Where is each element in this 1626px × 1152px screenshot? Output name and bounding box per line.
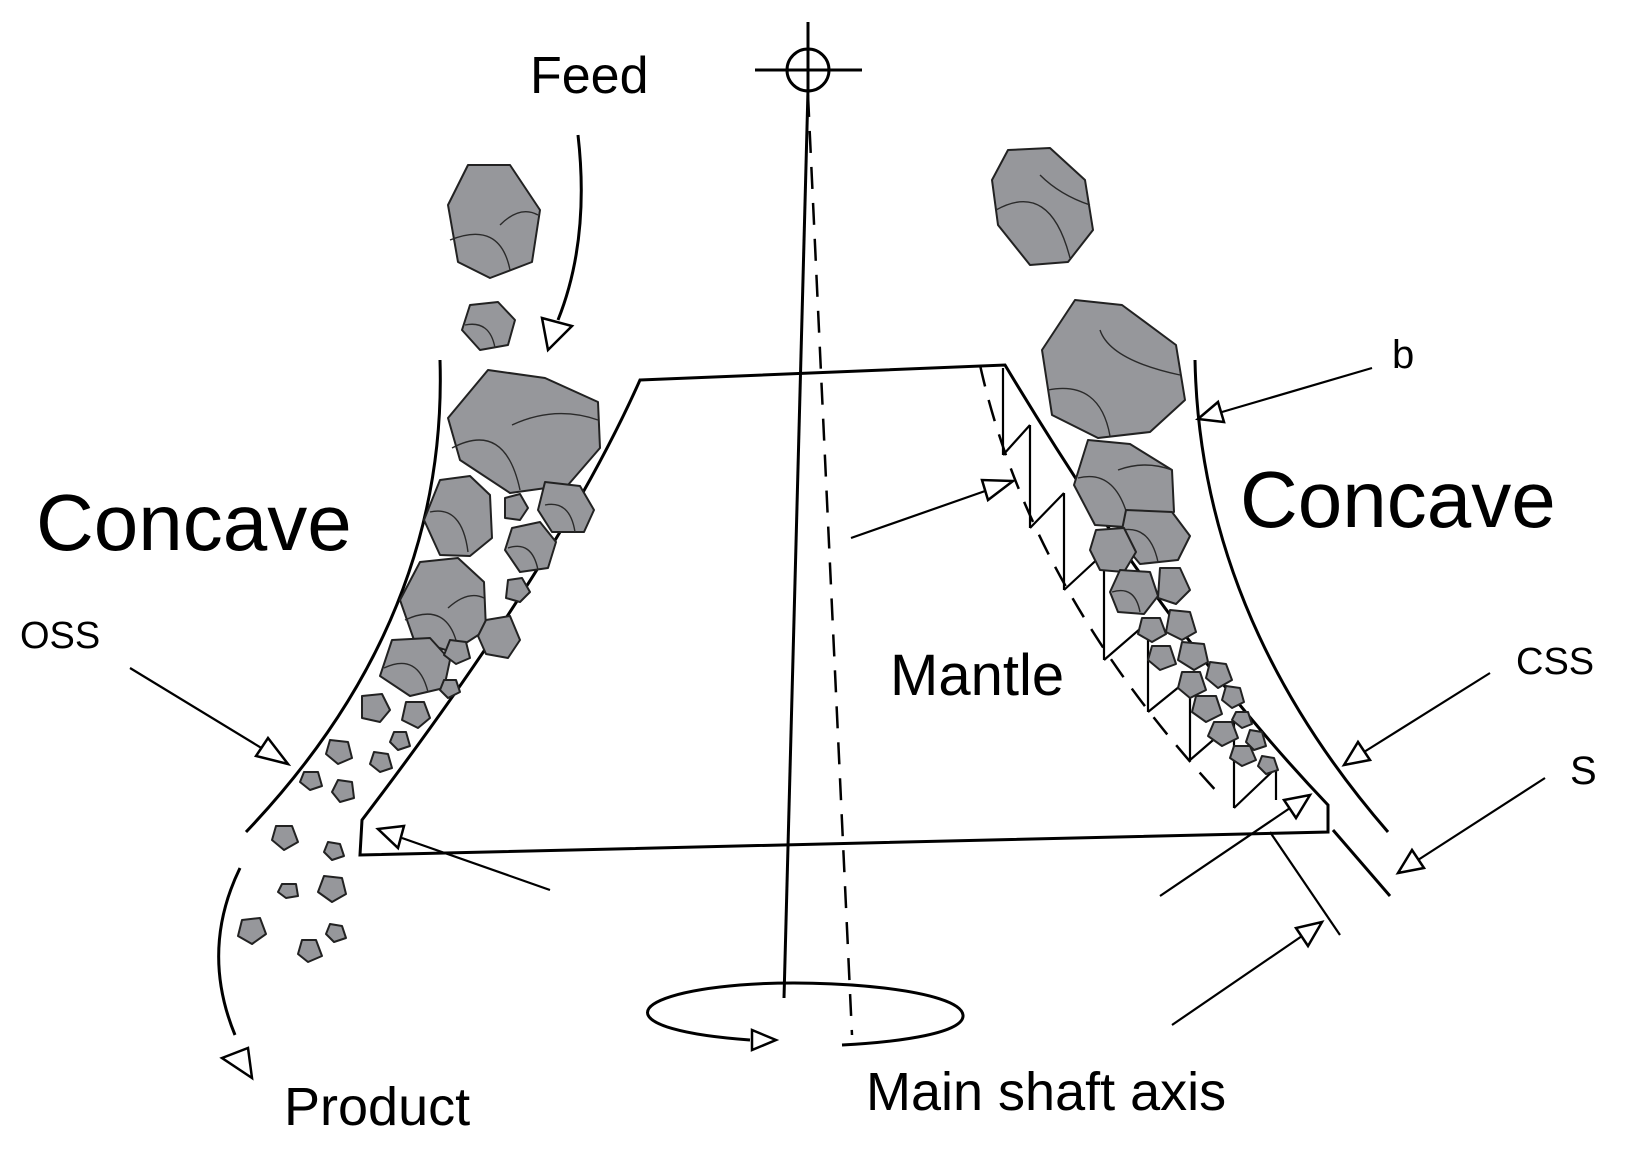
rock (331, 779, 355, 803)
rock (461, 301, 516, 351)
s-label: S (1570, 749, 1597, 793)
rock (1207, 721, 1239, 747)
arrow-head-icon (253, 735, 292, 767)
left-concave-liner (244, 359, 442, 834)
oss-pointer-arrow (129, 667, 292, 767)
rock (1109, 569, 1159, 615)
rock (439, 679, 461, 699)
mantle-label: Mantle (890, 643, 1064, 708)
rock (504, 521, 557, 573)
rock (237, 917, 267, 945)
rock (1041, 299, 1186, 439)
right-concave-lower-line (1331, 829, 1392, 897)
rock (1137, 617, 1167, 643)
product-arrow (217, 867, 254, 1081)
product-label: Product (284, 1077, 470, 1137)
rock (1245, 729, 1267, 751)
rock (477, 615, 521, 659)
rotation-ellipse (646, 981, 965, 1052)
rock (447, 164, 541, 279)
eccentric-axis-dashed-line (806, 94, 854, 1036)
rock (1229, 745, 1257, 767)
rock (325, 923, 347, 943)
rock (1257, 755, 1279, 775)
arrow-head-icon (1341, 739, 1373, 767)
rock (1177, 641, 1209, 671)
concave-right-label: Concave (1240, 455, 1556, 544)
feed-arrow-head-icon (540, 316, 575, 353)
setting-dimension-lines (1159, 793, 1341, 1026)
concave-left-label: Concave (36, 478, 352, 567)
main-shaft-line (782, 89, 810, 999)
rock (1177, 671, 1207, 699)
right-concave-liner (1193, 359, 1390, 833)
pivot-crosshair (755, 22, 862, 93)
arrow-head-icon (375, 824, 406, 851)
rock (399, 557, 487, 653)
rock (271, 825, 299, 851)
rock (325, 739, 353, 765)
rocks-left-chamber (237, 164, 601, 963)
css-label: CSS (1516, 641, 1594, 683)
rock (1231, 711, 1253, 729)
rock (277, 883, 299, 899)
rock (297, 939, 323, 963)
rock (323, 841, 345, 861)
css-pointer-arrow (1341, 672, 1491, 767)
arrow-head-icon (980, 478, 1017, 503)
rock (504, 493, 529, 521)
arrow-head-icon (1194, 399, 1226, 424)
oss-label: OSS (20, 615, 100, 657)
rock (317, 875, 347, 903)
rock (1157, 567, 1191, 605)
rock (369, 751, 393, 773)
feed-arrow (540, 134, 583, 353)
main-shaft-axis-label: Main shaft axis (866, 1062, 1226, 1122)
rock (991, 147, 1094, 266)
rock (1221, 685, 1245, 709)
product-arrow-head-icon (219, 1046, 254, 1081)
feed-label: Feed (530, 47, 649, 105)
rotation-arrow-head-icon (750, 1028, 780, 1052)
mantle-pointer-arrow (850, 478, 1017, 540)
rock (1205, 661, 1233, 689)
rock (401, 701, 431, 729)
rock (505, 577, 531, 603)
rock (537, 481, 595, 533)
rock (361, 693, 391, 723)
rock (299, 771, 323, 791)
arrow-head-icon (1281, 793, 1313, 821)
rock (443, 639, 471, 665)
rock (1147, 645, 1177, 671)
arrow-head-icon (1395, 847, 1427, 875)
mantle-bottom-pointer-arrow (375, 824, 551, 892)
b-label: b (1392, 333, 1414, 377)
rock (1165, 609, 1197, 641)
s-pointer-arrow (1395, 777, 1546, 875)
b-pointer-arrow (1194, 366, 1373, 424)
rock (389, 731, 411, 751)
arrow-head-icon (1293, 920, 1325, 949)
rock (447, 369, 601, 494)
rock (423, 475, 493, 557)
rock (1191, 695, 1223, 723)
rocks-right-chamber (991, 147, 1279, 775)
